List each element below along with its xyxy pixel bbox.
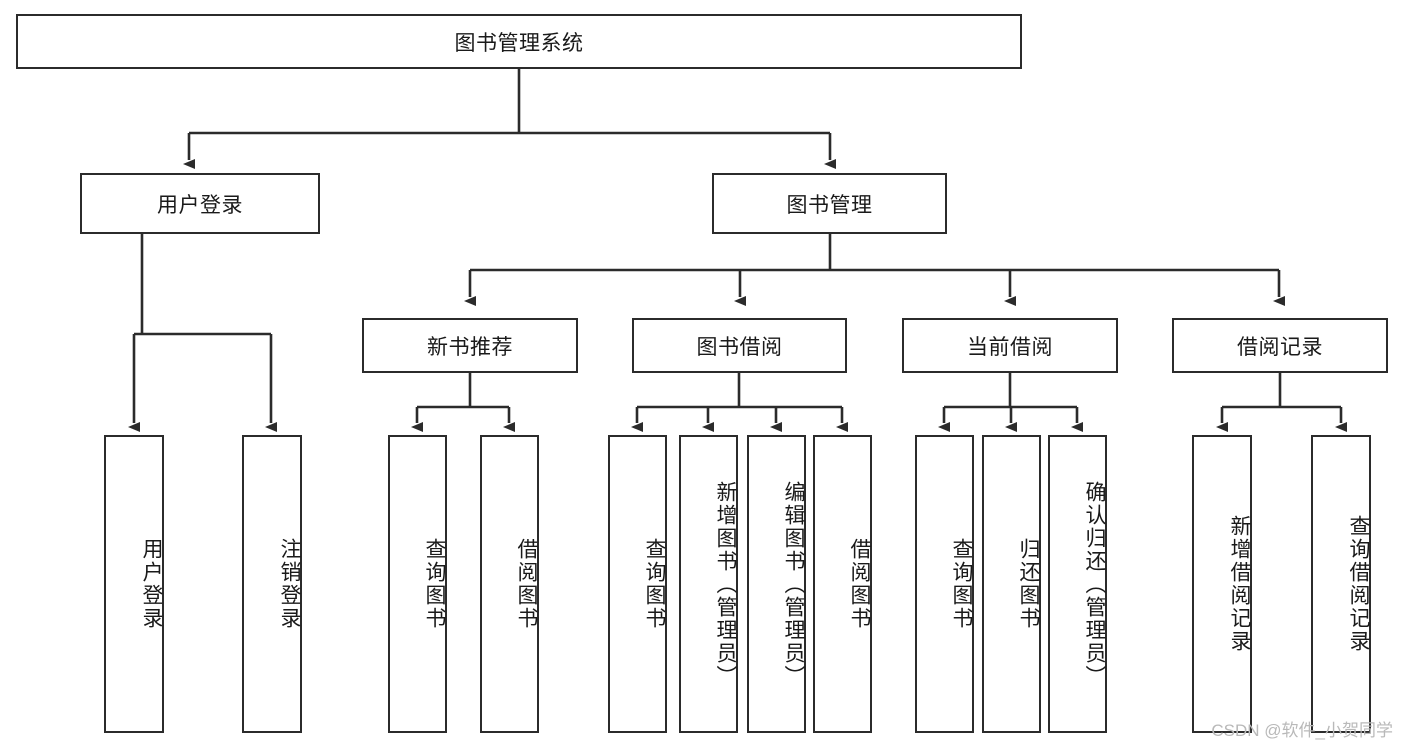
node-new-book-recommend-label: 新书推荐 (427, 335, 513, 359)
node-borrow-record-label: 借阅记录 (1237, 335, 1323, 359)
leaf-add-borrow-record[interactable]: 新增借阅记录 (1192, 435, 1252, 733)
leaf-add-borrow-record-label: 新增借阅记录 (1228, 515, 1251, 653)
leaf-borrow-books[interactable]: 借阅图书 (813, 435, 872, 733)
leaf-confirm-return-admin-label: 确认归还（管理员） (1083, 480, 1106, 688)
node-borrow-record[interactable]: 借阅记录 (1172, 318, 1388, 373)
node-book-management[interactable]: 图书管理 (712, 173, 947, 234)
leaf-logout[interactable]: 注销登录 (242, 435, 302, 733)
leaf-query-books-borrow[interactable]: 查询图书 (608, 435, 667, 733)
leaf-query-books-borrow-label: 查询图书 (643, 538, 666, 630)
node-current-borrow[interactable]: 当前借阅 (902, 318, 1118, 373)
leaf-edit-book-admin-label: 编辑图书（管理员） (782, 480, 805, 688)
node-book-borrow-label: 图书借阅 (696, 335, 783, 359)
leaf-query-books-recommend[interactable]: 查询图书 (388, 435, 447, 733)
leaf-edit-book-admin[interactable]: 编辑图书（管理员） (747, 435, 806, 733)
leaf-user-login-label: 用户登录 (140, 538, 163, 630)
leaf-query-borrow-record-label: 查询借阅记录 (1347, 515, 1370, 653)
node-root[interactable]: 图书管理系统 (16, 14, 1022, 69)
leaf-confirm-return-admin[interactable]: 确认归还（管理员） (1048, 435, 1107, 733)
leaf-query-borrow-record[interactable]: 查询借阅记录 (1311, 435, 1371, 733)
leaf-query-books-recommend-label: 查询图书 (423, 538, 446, 630)
leaf-borrow-books-recommend[interactable]: 借阅图书 (480, 435, 539, 733)
leaf-add-book-admin-label: 新增图书（管理员） (714, 480, 737, 688)
node-user-login[interactable]: 用户登录 (80, 173, 320, 234)
node-root-label: 图书管理系统 (454, 31, 584, 55)
leaf-user-login[interactable]: 用户登录 (104, 435, 164, 733)
leaf-return-books-label: 归还图书 (1017, 538, 1040, 630)
node-book-borrow[interactable]: 图书借阅 (632, 318, 847, 373)
node-book-management-label: 图书管理 (786, 193, 873, 217)
leaf-borrow-books-label: 借阅图书 (848, 538, 871, 630)
leaf-query-books-current-label: 查询图书 (950, 538, 973, 630)
leaf-return-books[interactable]: 归还图书 (982, 435, 1041, 733)
node-new-book-recommend[interactable]: 新书推荐 (362, 318, 578, 373)
node-current-borrow-label: 当前借阅 (967, 335, 1053, 359)
leaf-query-books-current[interactable]: 查询图书 (915, 435, 974, 733)
watermark: CSDN @软件_小贺同学 (1211, 721, 1393, 740)
leaf-logout-label: 注销登录 (278, 538, 301, 630)
leaf-borrow-books-recommend-label: 借阅图书 (515, 538, 538, 630)
leaf-add-book-admin[interactable]: 新增图书（管理员） (679, 435, 738, 733)
node-user-login-label: 用户登录 (157, 193, 243, 217)
